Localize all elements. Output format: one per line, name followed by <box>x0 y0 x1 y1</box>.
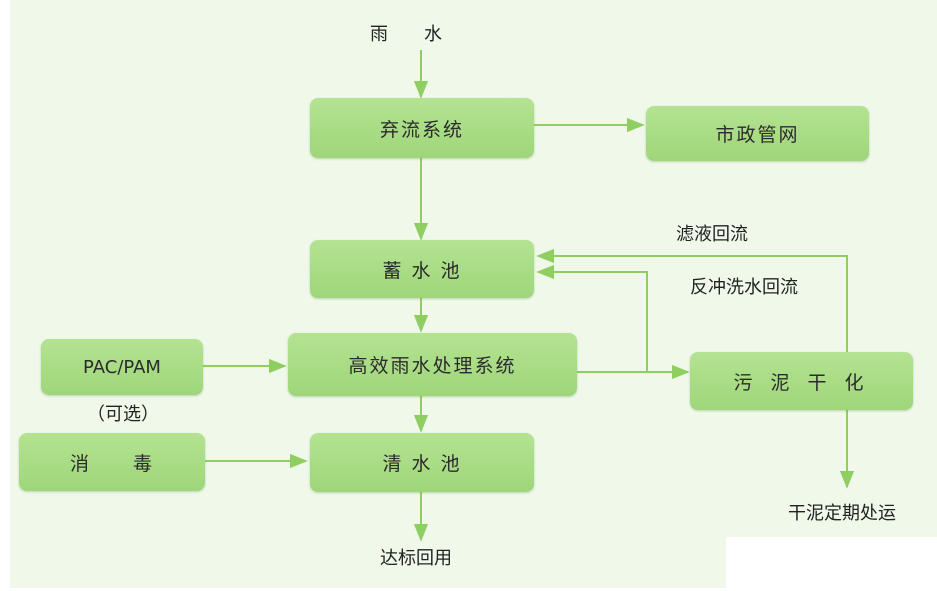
box-sludge-drying: 污 泥 干 化 <box>690 352 913 410</box>
box-municipal-network: 市政管网 <box>646 106 869 161</box>
box-disinfection: 消 毒 <box>19 433 205 491</box>
box-storage-pool: 蓄 水 池 <box>310 240 534 298</box>
box-treatment-system: 高效雨水处理系统 <box>288 333 577 396</box>
box-clear-water-pool: 清 水 池 <box>310 433 534 492</box>
box-diversion-system: 弃流系统 <box>310 98 534 158</box>
label-sludge-disposal: 干泥定期处运 <box>788 503 896 524</box>
label-backwash-return: 反冲洗水回流 <box>690 277 798 298</box>
box-pac-pam: PAC/PAM <box>41 339 203 395</box>
arrow-filtrate-return <box>536 248 848 352</box>
image-corner-cutout <box>726 537 937 591</box>
label-reuse: 达标回用 <box>380 548 452 569</box>
label-rain: 雨 水 <box>370 24 442 45</box>
label-filtrate-return: 滤液回流 <box>676 224 748 245</box>
label-optional: （可选） <box>87 404 159 425</box>
arrow-backwash-return <box>536 264 648 372</box>
